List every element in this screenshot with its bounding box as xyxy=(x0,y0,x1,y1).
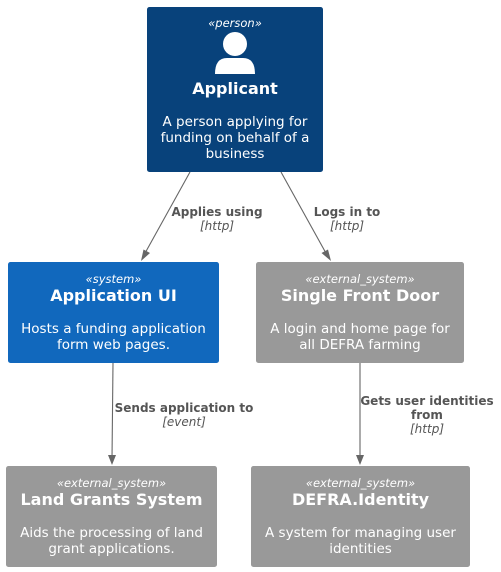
arrowhead xyxy=(141,249,150,261)
edge-tech: [http] xyxy=(200,219,234,233)
edge-label: Applies using xyxy=(171,205,262,219)
edge-tech: [event] xyxy=(162,415,206,429)
node-title: Applicant xyxy=(192,79,278,98)
node-stereotype: «external_system» xyxy=(57,476,166,490)
node-title: Land Grants System xyxy=(20,490,202,509)
edge-line xyxy=(143,171,191,256)
node-defra-identity: «external_system» DEFRA.Identity A syste… xyxy=(251,466,470,567)
node-stereotype: «person» xyxy=(208,16,262,30)
node-stereotype: «external_system» xyxy=(306,476,415,490)
node-box xyxy=(6,466,217,567)
node-desc-line: A system for managing user xyxy=(265,525,456,541)
node-box xyxy=(256,262,464,363)
edge-line xyxy=(111,362,114,460)
edge-label: Sends application to xyxy=(115,401,254,415)
edge-line xyxy=(280,171,328,256)
node-desc-line: funding on behalf of a xyxy=(161,130,310,146)
arrowhead xyxy=(108,455,116,465)
node-box xyxy=(147,7,323,172)
person-icon xyxy=(215,32,255,74)
edge-label: Gets user identities xyxy=(360,394,493,408)
arrowhead xyxy=(356,455,364,465)
node-desc-line: all DEFRA farming xyxy=(299,337,420,353)
node-stereotype: «system» xyxy=(86,272,142,286)
node-stereotype: «external_system» xyxy=(305,272,414,286)
node-applicant: «person» Applicant A person applying for… xyxy=(147,7,323,172)
edge-tech: [http] xyxy=(330,219,364,233)
edge-tech: [http] xyxy=(410,422,444,436)
arrowhead xyxy=(321,249,331,261)
node-desc-line: A person applying for xyxy=(163,114,308,130)
node-desc-line: identities xyxy=(329,541,392,557)
node-title: DEFRA.Identity xyxy=(292,490,430,509)
node-desc-line: Hosts a funding application xyxy=(21,321,206,337)
edge-applies-using: Applies using [http] xyxy=(141,171,263,261)
edge-sends-application-to: Sends application to [event] xyxy=(108,362,254,465)
node-desc-line: grant applications. xyxy=(48,541,174,557)
node-title: Application UI xyxy=(50,286,177,305)
node-desc-line: Aids the processing of land xyxy=(20,525,203,541)
edge-logs-in-to: Logs in to [http] xyxy=(280,171,381,261)
node-desc-line: business xyxy=(206,146,265,162)
edge-label: from xyxy=(411,408,443,422)
node-application-ui: «system» Application UI Hosts a funding … xyxy=(8,262,219,363)
node-desc-line: A login and home page for xyxy=(270,321,450,337)
node-title: Single Front Door xyxy=(281,286,439,305)
edge-gets-user-identities: Gets user identities from [http] xyxy=(356,363,494,465)
node-box xyxy=(251,466,470,567)
node-box xyxy=(8,262,219,363)
node-land-grants-system: «external_system» Land Grants System Aid… xyxy=(6,466,217,567)
edge-label: Logs in to xyxy=(314,205,381,219)
node-single-front-door: «external_system» Single Front Door A lo… xyxy=(256,262,464,363)
node-desc-line: form web pages. xyxy=(57,337,170,353)
